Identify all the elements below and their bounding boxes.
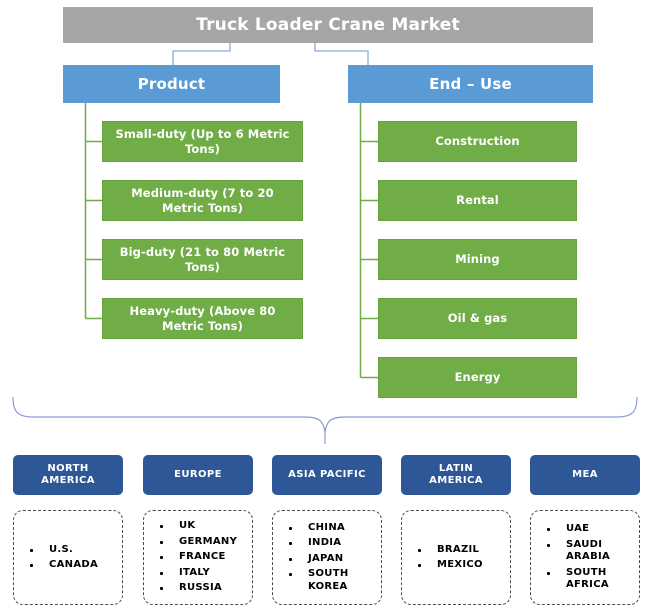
enduse-item-mining: Mining <box>378 239 577 280</box>
region-header-asia-pacific: ASIA PACIFIC <box>272 455 382 495</box>
country-label: RUSSIA <box>179 582 223 594</box>
country-item: FRANCE <box>160 551 248 564</box>
branch-enduse-header: End – Use <box>348 65 593 103</box>
country-item: U.S. <box>30 544 118 557</box>
bullet-icon <box>289 557 292 561</box>
country-item: UK <box>160 520 248 533</box>
country-item: MEXICO <box>418 559 506 572</box>
country-label: SAUDI ARABIA <box>566 538 611 563</box>
bullet-icon <box>160 571 163 575</box>
country-item: JAPAN <box>289 553 377 566</box>
enduse-item-rental: Rental <box>378 180 577 221</box>
product-item-medium-duty: Medium-duty (7 to 20 Metric Tons) <box>102 180 303 221</box>
bullet-icon <box>160 587 163 591</box>
country-label: CANADA <box>49 559 99 570</box>
country-item: SOUTH AFRICA <box>547 567 635 592</box>
region-header-mea: MEA <box>530 455 640 495</box>
country-item: SOUTH KOREA <box>289 568 377 593</box>
country-label: GERMANY <box>179 535 238 547</box>
bullet-icon <box>160 556 163 560</box>
region-list-latin-america: BRAZIL MEXICO <box>401 510 511 605</box>
bullet-icon <box>418 564 421 567</box>
branch-product-header: Product <box>63 65 280 103</box>
country-label: UAE <box>566 523 590 535</box>
enduse-tree-connector <box>359 103 378 379</box>
bullet-icon <box>289 542 292 546</box>
region-header-europe: EUROPE <box>143 455 253 495</box>
country-item: CANADA <box>30 559 118 572</box>
country-label: FRANCE <box>179 551 226 563</box>
country-label: ITALY <box>179 566 211 578</box>
country-label: U.S. <box>49 543 74 555</box>
bullet-icon <box>289 526 292 530</box>
product-item-big-duty: Big-duty (21 to 80 Metric Tons) <box>102 239 303 280</box>
enduse-item-energy: Energy <box>378 357 577 398</box>
bullet-icon <box>289 573 292 577</box>
country-label: BRAZIL <box>437 543 480 555</box>
country-label: CHINA <box>308 521 346 533</box>
bullet-icon <box>547 571 550 575</box>
bullet-icon <box>160 525 163 529</box>
product-item-heavy-duty: Heavy-duty (Above 80 Metric Tons) <box>102 298 303 339</box>
bullet-icon <box>160 540 163 544</box>
region-list-mea: UAE SAUDI ARABIA SOUTH AFRICA <box>530 510 640 605</box>
bullet-icon <box>547 528 550 532</box>
product-item-small-duty: Small-duty (Up to 6 Metric Tons) <box>102 121 303 162</box>
country-label: MEXICO <box>437 559 483 570</box>
bullet-icon <box>30 564 33 567</box>
enduse-item-oil-gas: Oil & gas <box>378 298 577 339</box>
bullet-icon <box>547 543 550 547</box>
country-label: INDIA <box>308 537 342 549</box>
country-label: SOUTH KOREA <box>308 568 349 592</box>
country-item: SAUDI ARABIA <box>547 539 635 564</box>
region-header-north-america: NORTH AMERICA <box>13 455 123 495</box>
country-item: RUSSIA <box>160 582 248 595</box>
country-item: ITALY <box>160 567 248 580</box>
country-item: INDIA <box>289 537 377 550</box>
country-label: SOUTH AFRICA <box>566 566 609 591</box>
country-label: JAPAN <box>308 552 344 564</box>
diagram-title: Truck Loader Crane Market <box>63 7 593 43</box>
product-tree-connector <box>84 103 102 320</box>
bullet-icon <box>30 548 33 552</box>
country-item: GERMANY <box>160 536 248 549</box>
country-item: UAE <box>547 523 635 536</box>
header-product-connector <box>172 43 231 65</box>
enduse-item-construction: Construction <box>378 121 577 162</box>
region-header-latin-america: LATIN AMERICA <box>401 455 511 495</box>
bullet-icon <box>418 548 421 552</box>
regions-brace <box>12 396 638 444</box>
region-list-europe: UK GERMANY FRANCE ITALY RUSSIA <box>143 510 253 605</box>
country-item: BRAZIL <box>418 544 506 557</box>
country-item: CHINA <box>289 522 377 535</box>
region-list-north-america: U.S. CANADA <box>13 510 123 605</box>
country-label: UK <box>179 520 196 532</box>
region-list-asia-pacific: CHINA INDIA JAPAN SOUTH KOREA <box>272 510 382 605</box>
header-enduse-connector <box>314 43 369 65</box>
